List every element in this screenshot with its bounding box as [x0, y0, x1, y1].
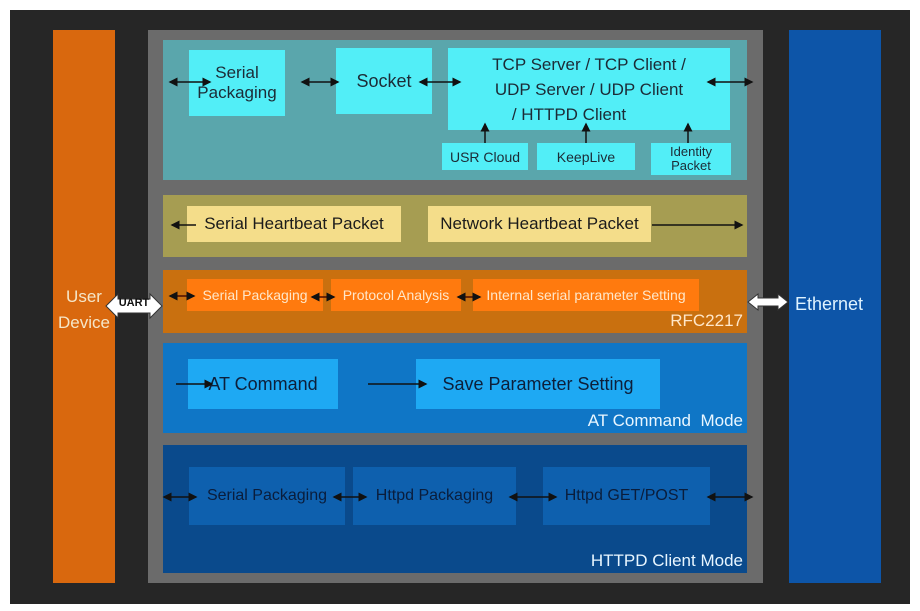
serial-heartbeat-box: Serial Heartbeat Packet [187, 206, 401, 242]
httpd-serial-packaging-box: Serial Packaging [189, 467, 345, 525]
ethernet-arrow [747, 292, 789, 312]
network-heartbeat-box: Network Heartbeat Packet [428, 206, 651, 242]
rfc-serial-packaging-box: Serial Packaging [187, 279, 323, 311]
heartbeat-band: Serial Heartbeat Packet Network Heartbea… [163, 195, 747, 257]
httpd-mode-label: HTTPD Client Mode [590, 551, 743, 570]
httpd-client-mode-band: Serial Packaging Httpd Packaging Httpd G… [163, 445, 747, 573]
ethernet-column: Ethernet [789, 30, 881, 583]
identity-line2: Packet [671, 158, 711, 173]
uart-label: UART [118, 297, 150, 309]
httpd-get-post-box: Httpd GET/POST [543, 467, 710, 525]
serial-packaging-line1: Serial [215, 63, 259, 82]
at-command-mode-band: AT Command Save Parameter Setting AT Com… [163, 343, 747, 433]
identity-line1: Identity [670, 144, 712, 159]
serial-packaging-line2: Packaging [197, 83, 277, 102]
network-transparent-mode: Serial Packaging Socket TCP Server / TCP… [163, 40, 747, 180]
user-device-column: User Device [53, 30, 115, 583]
uart-arrow [105, 292, 163, 320]
keeplive-box: KeepLive [537, 143, 635, 170]
user-device-label-line1: User [66, 287, 102, 306]
protocols-line1: TCP Server / TCP Client / [492, 54, 686, 74]
protocols-line2: UDP Server / UDP Client [494, 79, 684, 99]
protocols-box: TCP Server / TCP Client / UDP Server / U… [448, 48, 730, 130]
protocols-line3: / HTTPD Client [511, 104, 627, 124]
protocol-analysis-box: Protocol Analysis [331, 279, 461, 311]
usr-cloud-box: USR Cloud [442, 143, 528, 170]
ethernet-label: Ethernet [795, 294, 864, 314]
socket-box: Socket [336, 48, 432, 114]
internal-setting-box: Internal serial parameter Setting [473, 279, 699, 311]
module-core: Serial Packaging Socket TCP Server / TCP… [148, 30, 763, 583]
at-mode-label: AT Command Mode [587, 411, 743, 430]
save-parameter-box: Save Parameter Setting [416, 359, 660, 409]
identity-packet-box: Identity Packet [651, 143, 731, 175]
user-device-label-line2: Device [58, 313, 110, 332]
rfc2217-mode-label: RFC2217 [670, 311, 743, 330]
httpd-packaging-box: Httpd Packaging [353, 467, 516, 525]
rfc2217-band: Serial Packaging Protocol Analysis Inter… [163, 270, 747, 333]
